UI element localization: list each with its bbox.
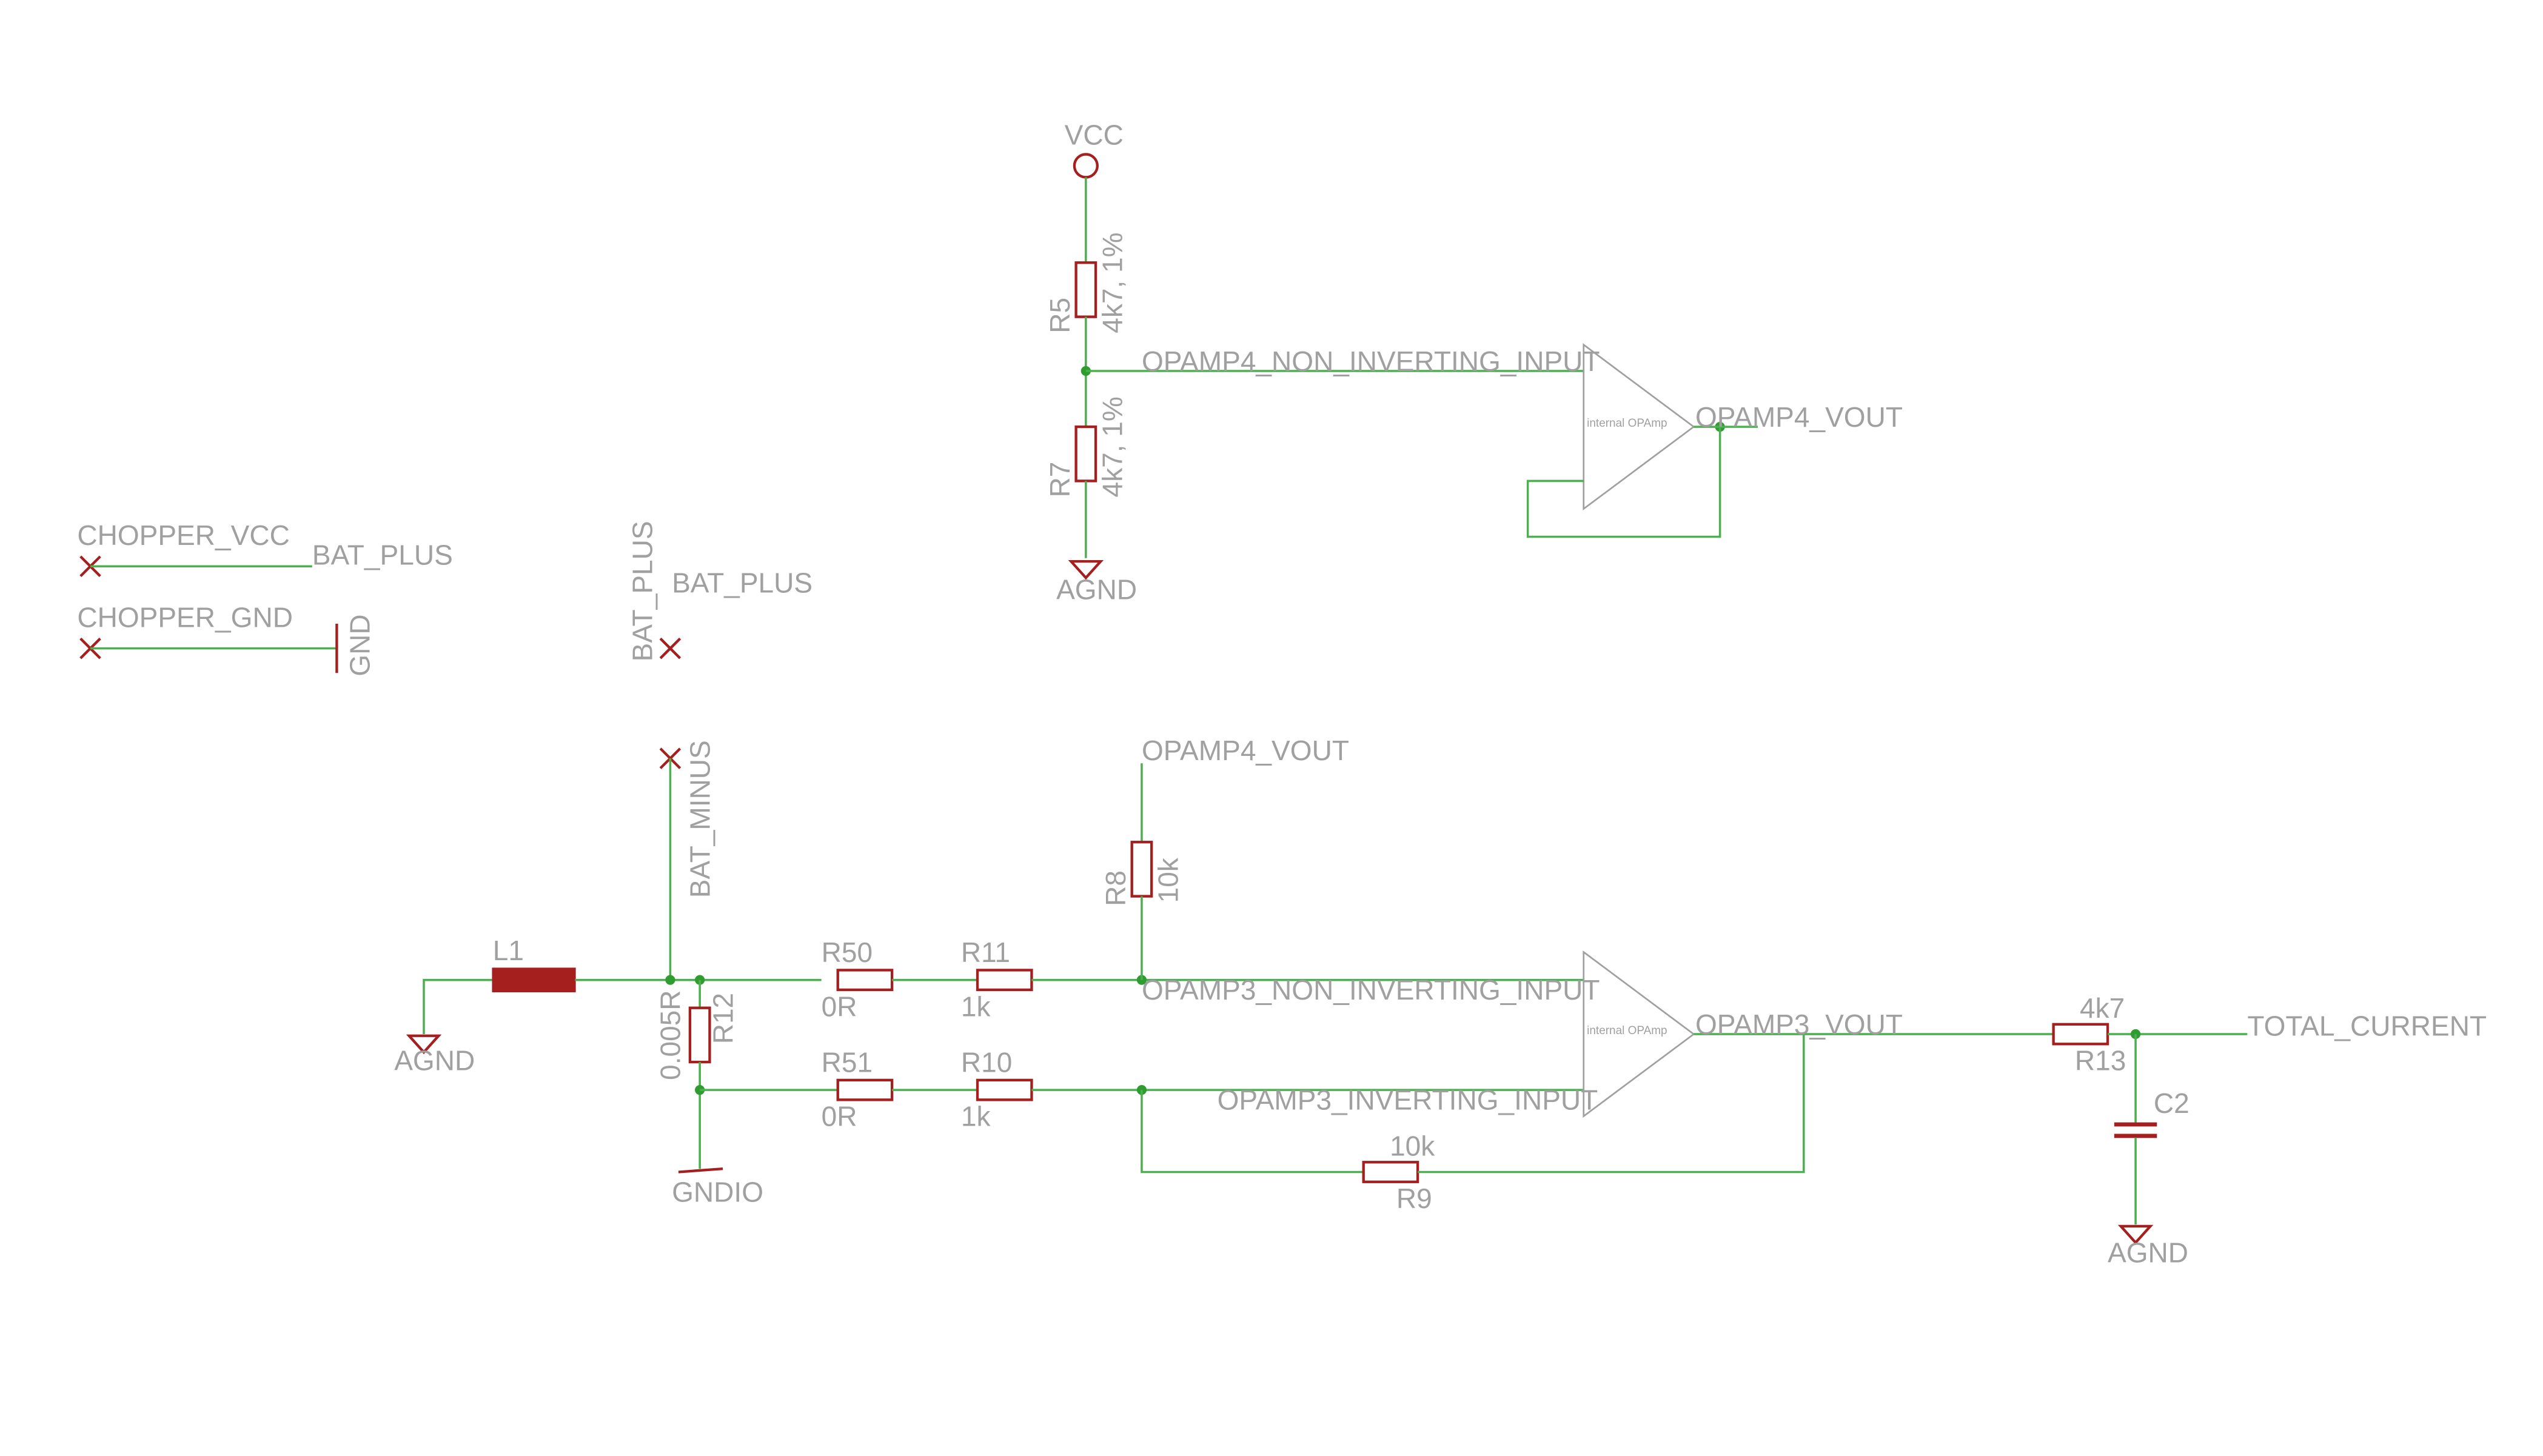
agnd-right-symbol xyxy=(2117,1224,2154,1245)
gndio-symbol xyxy=(678,1167,723,1174)
r50-value: 0R xyxy=(822,990,857,1022)
vcc-symbol xyxy=(1073,153,1099,179)
r51-resistor xyxy=(836,1078,894,1101)
r8-name: R8 xyxy=(1100,870,1131,906)
r13-value: 4k7 xyxy=(2080,992,2125,1024)
opamp4-non-inverting-label: OPAMP4_NON_INVERTING_INPUT xyxy=(1142,346,1600,377)
opamp4-vout-label: OPAMP4_VOUT xyxy=(1695,401,1903,433)
opamp3-vout-label: OPAMP3_VOUT xyxy=(1695,1009,1903,1040)
r10-resistor xyxy=(976,1078,1033,1101)
r12-name: R12 xyxy=(707,993,739,1044)
opamp4-section: VCC R5 4k7, 1% OPAMP4_NON_INVERTING_INPU… xyxy=(1044,119,1903,605)
opamp3-non-inverting-label: OPAMP3_NON_INVERTING_INPUT xyxy=(1142,974,1600,1006)
gndio-label: GNDIO xyxy=(672,1176,763,1207)
r10-name: R10 xyxy=(961,1046,1012,1078)
no-connect-marker xyxy=(659,747,682,769)
chopper-vcc-label: CHOPPER_VCC xyxy=(77,519,290,551)
r9-resistor xyxy=(1362,1161,1419,1183)
agnd-left-symbol xyxy=(406,1034,442,1055)
r5-name: R5 xyxy=(1044,298,1076,333)
c2-name: C2 xyxy=(2154,1087,2190,1119)
opamp3-triangle xyxy=(1583,950,1695,1118)
total-current-label: TOTAL_CURRENT xyxy=(2247,1010,2487,1042)
gnd-label: GND xyxy=(344,614,376,676)
r9-name: R9 xyxy=(1396,1183,1432,1214)
opamp4-triangle xyxy=(1583,342,1695,511)
r11-resistor xyxy=(976,969,1033,992)
r7-value: 4k7, 1% xyxy=(1096,396,1128,497)
vcc-label: VCC xyxy=(1065,119,1124,150)
r8-value: 10k xyxy=(1153,857,1184,903)
agnd-right-label: AGND xyxy=(2108,1237,2188,1268)
r11-name: R11 xyxy=(961,937,1010,968)
opamp4-internal-label: internal OPAmp xyxy=(1587,417,1667,430)
l1-inductor xyxy=(492,967,576,992)
r7-name: R7 xyxy=(1044,462,1076,498)
r13-resistor xyxy=(2052,1023,2109,1046)
opamp3-internal-label: internal OPAmp xyxy=(1587,1024,1667,1037)
r9-value: 10k xyxy=(1390,1130,1435,1161)
agnd-top-symbol xyxy=(1068,559,1104,580)
bat-minus-label: BAT_MINUS xyxy=(684,740,715,898)
bat-plus-label-1: BAT_PLUS xyxy=(312,539,453,571)
chopper-connections: CHOPPER_VCC BAT_PLUS CHOPPER_GND GND BAT… xyxy=(77,519,812,676)
agnd-left-label: AGND xyxy=(394,1045,475,1077)
r11-value: 1k xyxy=(961,990,991,1022)
r5-resistor xyxy=(1074,261,1097,318)
r7-resistor xyxy=(1074,425,1097,483)
r10-value: 1k xyxy=(961,1101,991,1132)
chopper-gnd-label: CHOPPER_GND xyxy=(77,601,293,633)
r51-value: 0R xyxy=(822,1101,857,1132)
no-connect-marker xyxy=(659,637,682,660)
r50-resistor xyxy=(836,969,894,992)
l1-name: L1 xyxy=(493,935,524,966)
opamp3-inverting-label: OPAMP3_INVERTING_INPUT xyxy=(1218,1084,1598,1116)
r12-value: 0.005R xyxy=(655,990,686,1080)
bat-plus-label-2: BAT_PLUS xyxy=(672,567,812,599)
opamp4-vout-ref-label: OPAMP4_VOUT xyxy=(1142,735,1349,766)
r13-name: R13 xyxy=(2075,1045,2126,1077)
agnd-top-label: AGND xyxy=(1056,573,1137,605)
r8-resistor xyxy=(1130,841,1153,898)
current-sense-section: BAT_MINUS L1 AGND 0.005R R12 GNDIO R50 0… xyxy=(394,735,2487,1269)
r5-value: 4k7, 1% xyxy=(1096,232,1128,333)
r51-name: R51 xyxy=(822,1046,873,1078)
bat-plus-vertical-label: BAT_PLUS xyxy=(627,521,658,661)
r50-name: R50 xyxy=(822,937,873,968)
